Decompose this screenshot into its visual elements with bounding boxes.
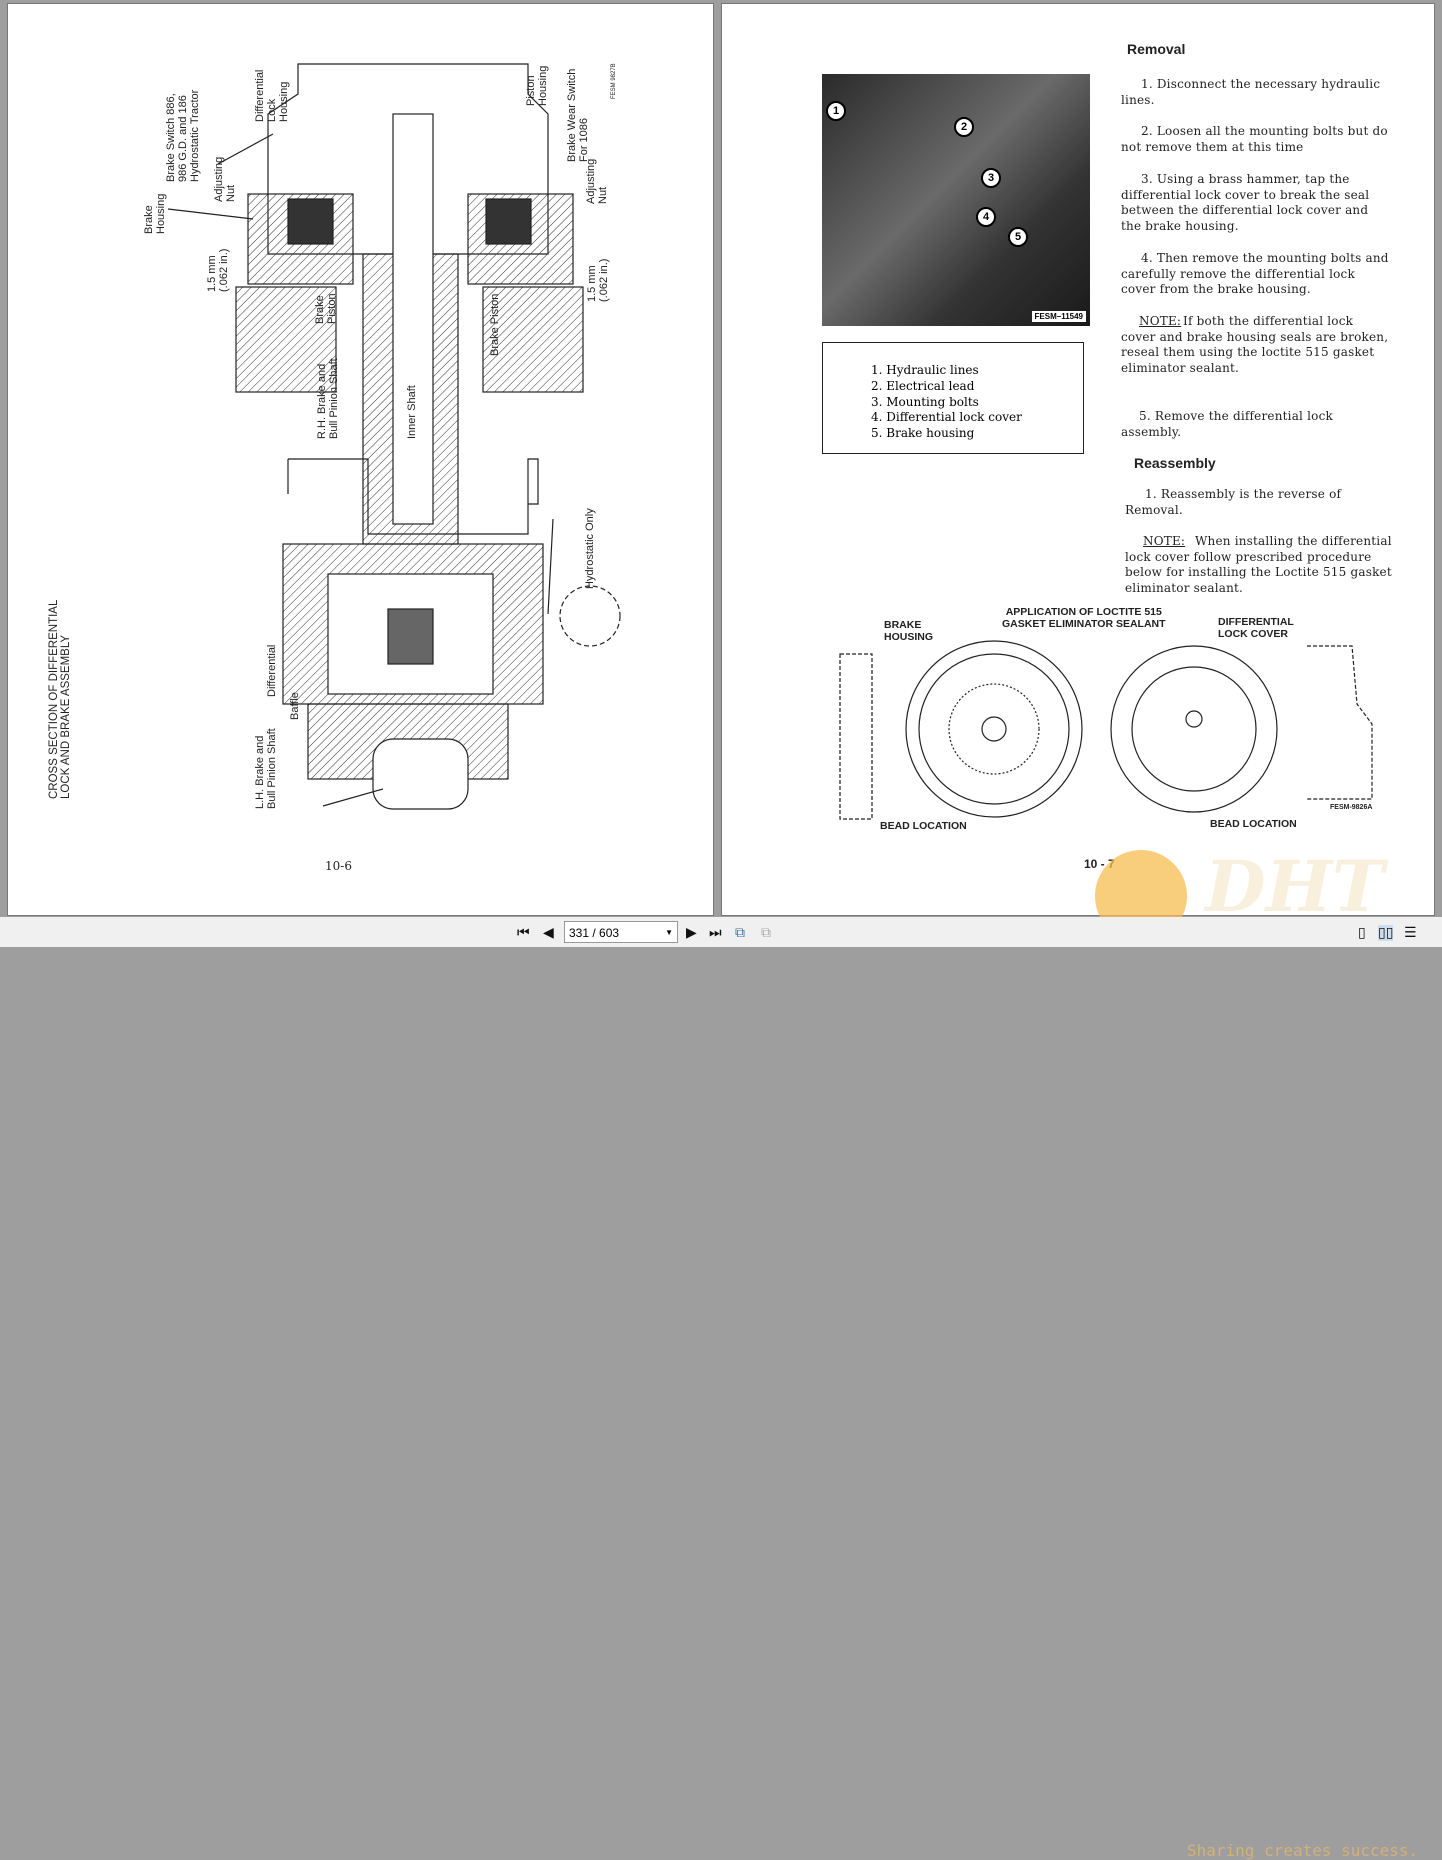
page-number: 10-6 xyxy=(325,859,352,873)
callout-3: 3 xyxy=(981,168,1001,188)
figure-id: FESM-9826A xyxy=(1330,804,1373,811)
back-view-icon[interactable]: ⧉ xyxy=(735,925,745,941)
next-page-icon[interactable]: ▶ xyxy=(686,925,697,941)
single-page-view-icon[interactable]: ▯ xyxy=(1358,925,1366,941)
legend-item: 5. Brake housing xyxy=(871,426,975,441)
photo-id: FESM–11549 xyxy=(1031,311,1086,322)
label-differential: Differential xyxy=(266,644,278,697)
legend-item: 4. Differential lock cover xyxy=(871,410,1022,425)
label-diff-lock-housing: Differential Lock Housing xyxy=(254,69,290,122)
two-page-view-icon[interactable]: ▯▯ xyxy=(1378,925,1394,941)
reassembly-note: NOTE: When installing the differential l… xyxy=(1125,534,1395,596)
note-text: When installing the differential lock co… xyxy=(1125,534,1392,595)
label-brake-switch: Brake Switch 886, 986 G.D. and 186 Hydro… xyxy=(165,89,201,182)
label-gap-left: 1.5 mm (.062 in.) xyxy=(206,248,230,292)
label-piston-housing: Piston Housing xyxy=(525,65,549,106)
reassembly-heading: Reassembly xyxy=(1134,455,1216,471)
label-brake-housing: BRAKE HOUSING xyxy=(884,619,934,643)
label-hydrostatic-only: Hydrostatic Only xyxy=(584,508,596,589)
removal-step-1: 1. Disconnect the necessary hydraulic li… xyxy=(1121,77,1381,107)
watermark-text: Sharing creates success. xyxy=(1187,1841,1419,1860)
previous-page-icon[interactable]: ◀ xyxy=(543,925,554,941)
callout-1: 1 xyxy=(826,101,846,121)
sealant-diagram xyxy=(839,640,1373,820)
removal-step-3: 3. Using a brass hammer, tap the differe… xyxy=(1121,172,1370,233)
label-gap-right: 1.5 mm (.062 in.) xyxy=(586,258,610,302)
note-label: NOTE: xyxy=(1143,534,1186,548)
removal-step-2: 2. Loosen all the mounting bolts but do … xyxy=(1121,124,1388,154)
photo-legend: 1. Hydraulic lines 2. Electrical lead 3.… xyxy=(822,342,1084,454)
label-brake-piston-right: Brake Piston xyxy=(489,293,501,356)
label-brake-housing: Brake Housing xyxy=(143,193,167,234)
reassembly-step-1: 1. Reassembly is the reverse of Removal. xyxy=(1125,487,1342,517)
label-brake-wear-switch: Brake Wear Switch For 1086 xyxy=(566,68,590,162)
forward-view-icon[interactable]: ⧉ xyxy=(761,925,771,941)
note-text: If both the differential lock cover and … xyxy=(1121,314,1389,375)
legend-item: 2. Electrical lead xyxy=(871,378,975,393)
watermark-logo: DHT xyxy=(1205,845,1384,928)
label-diff-lock-cover: DIFFERENTIAL LOCK COVER xyxy=(1218,616,1294,640)
label-adjusting-nut-right: Adjusting Nut xyxy=(585,158,609,204)
removal-step-4: 4. Then remove the mounting bolts and ca… xyxy=(1121,251,1389,296)
cross-section-diagram xyxy=(167,63,621,810)
continuous-view-icon[interactable]: ☰ xyxy=(1404,925,1417,941)
callout-2: 2 xyxy=(954,117,974,137)
label-bead-location-right: BEAD LOCATION xyxy=(1210,818,1297,830)
page-indicator: 331 / 603 xyxy=(569,926,620,940)
callout-4: 4 xyxy=(976,207,996,227)
removal-heading: Removal xyxy=(1127,41,1186,57)
label-lh-shaft: L.H. Brake and Bull Pinion Shaft xyxy=(254,728,278,809)
label-application: APPLICATION OF LOCTITE 515 GASKET ELIMIN… xyxy=(1002,606,1166,630)
first-page-icon[interactable]: ⏮ xyxy=(517,925,530,941)
right-pdf-page: Removal 1. Disconnect the necessary hydr… xyxy=(721,3,1435,916)
callout-5: 5 xyxy=(1008,227,1028,247)
label-adjusting-nut-left: Adjusting Nut xyxy=(213,156,237,202)
figure-id: FESM 9827B xyxy=(611,63,617,99)
page-number-input[interactable]: 331 / 603 ▼ xyxy=(564,921,678,943)
dropdown-arrow-icon[interactable]: ▼ xyxy=(665,928,673,937)
note-label: NOTE: xyxy=(1139,314,1182,328)
legend-item: 3. Mounting bolts xyxy=(871,394,979,409)
label-bead-location-left: BEAD LOCATION xyxy=(880,820,967,832)
legend-item: 1. Hydraulic lines xyxy=(871,363,979,377)
label-inner-shaft: Inner Shaft xyxy=(406,385,418,439)
removal-note: NOTE: If both the differential lock cove… xyxy=(1121,314,1391,376)
label-baffle: Baffle xyxy=(289,692,301,720)
label-brake-piston-left: Brake Piston xyxy=(314,293,338,324)
label-rh-shaft: R.H. Brake and Bull Pinion Shaft xyxy=(316,358,340,439)
left-pdf-page: CROSS SECTION OF DIFFERENTIAL LOCK AND B… xyxy=(7,3,714,916)
viewer-toolbar: ⏮ ◀ 331 / 603 ▼ ▶ ⏭ ⧉ ⧉ Sharing creates s… xyxy=(0,917,1442,1860)
figure-title: CROSS SECTION OF DIFFERENTIAL LOCK AND B… xyxy=(48,599,72,799)
photo-differential-lock: 1 2 3 4 5 FESM–11549 xyxy=(822,74,1090,326)
removal-step-5: 5. Remove the differential lock assembly… xyxy=(1121,409,1333,439)
last-page-icon[interactable]: ⏭ xyxy=(709,925,722,941)
